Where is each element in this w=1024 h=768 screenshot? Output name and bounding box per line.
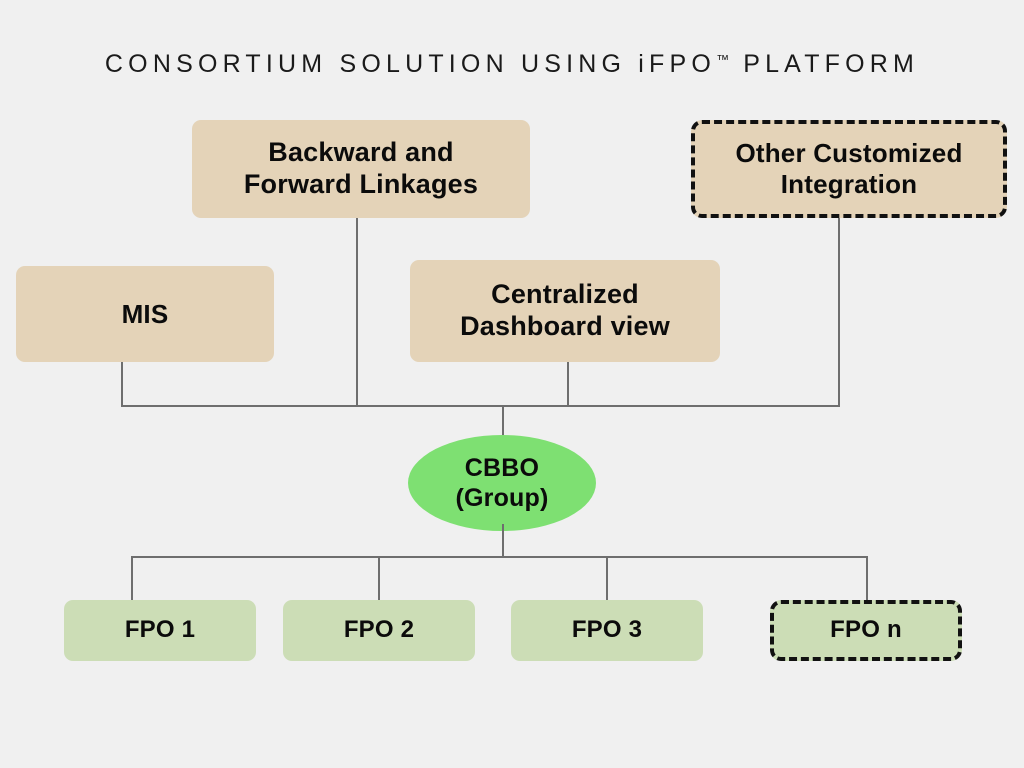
page-title: CONSORTIUM SOLUTION USING iFPO™ PLATFORM	[0, 50, 1024, 79]
connector-lower-bus	[131, 556, 866, 558]
page-title-prefix: CONSORTIUM SOLUTION USING iFPO	[104, 50, 717, 78]
node-other-customized-integration[interactable]: Other Customized Integration	[691, 120, 1007, 218]
node-label-line1: Backward and	[268, 137, 454, 168]
connector-fpo-1-drop	[131, 556, 133, 601]
node-fpo-3[interactable]: FPO 3	[511, 600, 703, 661]
node-label-line2: Dashboard view	[460, 311, 670, 341]
node-label: FPO 1	[124, 616, 196, 644]
node-label-wrap: Centralized Dashboard view	[460, 279, 670, 343]
node-label-wrap: Other Customized Integration	[735, 138, 962, 199]
connector-fpo-n-drop	[866, 556, 868, 601]
trademark-symbol: ™	[716, 52, 732, 67]
node-label-line1: CBBO	[464, 454, 540, 482]
node-centralized-dashboard-view[interactable]: Centralized Dashboard view	[410, 260, 720, 362]
connector-fpo-2-drop	[378, 556, 380, 601]
connector-hub-stem-top	[502, 405, 504, 441]
node-label-line2: (Group)	[455, 484, 549, 512]
node-label: FPO 3	[571, 616, 643, 644]
node-label: FPO n	[830, 616, 902, 644]
connector-hub-stem-bottom	[502, 524, 504, 557]
node-label: FPO 2	[343, 616, 415, 644]
node-fpo-2[interactable]: FPO 2	[283, 600, 475, 661]
connector-linkages-drop	[356, 218, 358, 406]
node-fpo-1[interactable]: FPO 1	[64, 600, 256, 661]
node-label: MIS	[121, 298, 169, 329]
node-label-line1: Other Customized	[735, 138, 963, 169]
node-fpo-n[interactable]: FPO n	[770, 600, 962, 661]
node-mis[interactable]: MIS	[16, 266, 274, 362]
node-backward-forward-linkages[interactable]: Backward and Forward Linkages	[192, 120, 530, 218]
connector-fpo-3-drop	[606, 556, 608, 601]
connector-upper-bus	[121, 405, 840, 407]
node-label-line1: Centralized	[491, 279, 639, 310]
page-title-suffix: PLATFORM	[731, 50, 920, 78]
connector-integration-drop	[838, 218, 840, 406]
node-label-wrap: Backward and Forward Linkages	[244, 137, 478, 201]
node-cbbo-group[interactable]: CBBO (Group)	[408, 435, 596, 531]
node-label-line2: Forward Linkages	[243, 169, 479, 199]
node-label-line2: Integration	[780, 169, 918, 199]
connector-dashboard-drop	[567, 362, 569, 406]
connector-mis-drop	[121, 362, 123, 406]
node-label-wrap: CBBO (Group)	[455, 453, 548, 513]
